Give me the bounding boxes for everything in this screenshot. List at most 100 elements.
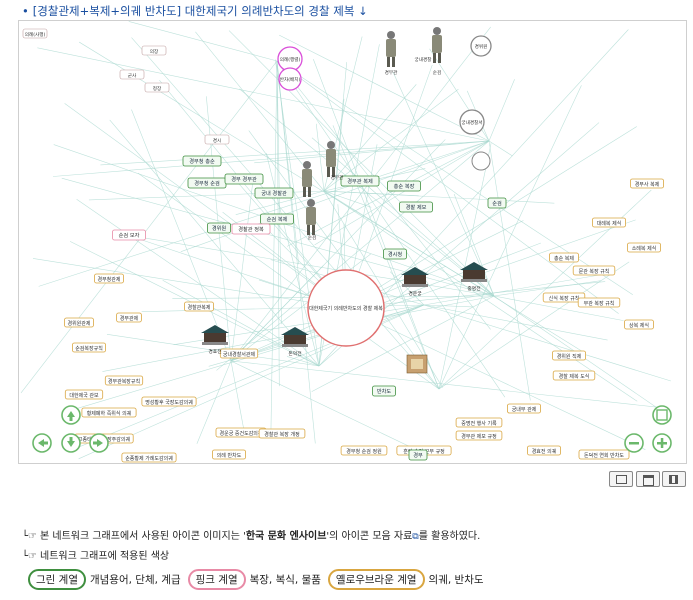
building-icon [402, 284, 428, 287]
figure-caption: 순검 [433, 69, 441, 76]
doc-node[interactable] [627, 242, 662, 253]
doc-node[interactable] [552, 370, 596, 381]
police-figure-icon [306, 207, 316, 225]
doc-node-label: 중명전 행사 기록 [461, 420, 497, 427]
graph-canvas[interactable]: 경무청관제경부관제경위원관제순검복장규칙경무관복장규칙경찰관복제궁내경찰서관제대… [19, 21, 686, 463]
concept-node[interactable] [182, 155, 222, 167]
doc-node[interactable] [94, 273, 124, 284]
circle-node[interactable] [278, 67, 302, 91]
concept-node[interactable] [408, 449, 428, 461]
graph-edge [131, 109, 232, 362]
small-node[interactable] [204, 134, 230, 145]
clothing-node[interactable] [112, 229, 146, 241]
circle-node-label: 반차(배치) [280, 76, 301, 83]
concept-node-label: 순검 복제 [267, 215, 288, 223]
doc-node[interactable] [141, 396, 197, 407]
concept-node[interactable] [207, 222, 231, 234]
doc-node[interactable] [211, 449, 246, 460]
note1-link[interactable]: '의 아이콘 모음 자료 [326, 531, 413, 542]
doc-node-label: 경위원관제 [67, 320, 90, 327]
concept-node[interactable] [399, 201, 433, 213]
doc-node[interactable] [121, 452, 177, 463]
graph-edge [100, 140, 490, 166]
doc-node-label: 경운궁 중건도감의궤 [220, 430, 263, 437]
doc-node-label: 총순 복제 [554, 255, 574, 262]
doc-node[interactable] [526, 445, 561, 456]
columns-icon [669, 475, 678, 484]
concept-node[interactable] [260, 213, 294, 225]
circle-node[interactable] [459, 109, 485, 135]
small-node[interactable] [144, 82, 170, 93]
doc-node[interactable] [577, 297, 621, 308]
column-view-button[interactable] [662, 471, 686, 487]
graph-edge [279, 34, 490, 142]
concept-node[interactable] [340, 175, 380, 187]
fit-view-button[interactable] [652, 405, 672, 425]
center-node[interactable] [307, 269, 385, 347]
small-node[interactable] [141, 45, 167, 56]
concept-node[interactable] [387, 180, 421, 192]
doc-node[interactable] [104, 375, 144, 386]
concept-node[interactable] [254, 187, 294, 199]
figure-caption: 경무관 [385, 69, 398, 76]
graph-edge [389, 271, 425, 306]
doc-node[interactable] [455, 417, 503, 428]
building-icon [460, 262, 488, 270]
external-link-icon[interactable]: ⧉ [412, 532, 419, 542]
graph-edge [230, 26, 491, 362]
graph-edge [64, 103, 347, 309]
concept-node[interactable] [383, 248, 407, 260]
doc-node-label: 경무관복장규칙 [108, 378, 140, 385]
doc-node[interactable] [455, 430, 503, 441]
doc-node[interactable] [592, 217, 627, 228]
doc-node[interactable] [184, 301, 214, 312]
clothing-node[interactable] [231, 223, 271, 235]
small-node[interactable] [22, 28, 48, 39]
doc-node-label: 경부관제 [120, 315, 139, 322]
doc-node[interactable] [72, 342, 107, 353]
doc-node[interactable] [116, 312, 142, 323]
center-node-label: 대한제국기 의례반차도의 경찰 제복 [309, 305, 383, 312]
police-figure-icon [432, 35, 442, 53]
doc-node[interactable] [258, 428, 306, 439]
concept-node-label: 순검 [492, 200, 502, 207]
concept-node[interactable] [224, 173, 264, 185]
doc-node[interactable] [64, 389, 104, 400]
doc-node[interactable] [549, 252, 579, 263]
concept-node[interactable] [487, 197, 507, 209]
concept-node[interactable] [372, 385, 396, 397]
doc-node[interactable] [578, 449, 630, 460]
concept-node-label: 궁내 경찰관 [261, 189, 287, 197]
doc-node[interactable] [506, 403, 541, 414]
police-figure-icon [327, 167, 330, 177]
doc-node[interactable] [552, 350, 587, 361]
doc-node-label: 경찰관 복장 개정 [264, 431, 299, 438]
fullscreen-button[interactable] [609, 471, 633, 487]
graph-edge [311, 295, 495, 392]
doc-node[interactable] [81, 407, 137, 418]
section-heading[interactable]: •[경찰관제+복제+의궤 반차도] 대한제국기 의례반차도의 경찰 제복 ↓ [22, 3, 368, 19]
doc-node[interactable] [624, 319, 654, 330]
concept-node-label: 경시청 [388, 251, 403, 258]
doc-node-label: 대례복 제식 [597, 220, 622, 227]
graph-edge [109, 119, 320, 367]
doc-node[interactable] [630, 178, 665, 189]
doc-node[interactable] [542, 292, 586, 303]
graph-edge [216, 140, 490, 371]
graph-edge [20, 60, 278, 394]
doc-node[interactable] [572, 265, 616, 276]
circle-node[interactable] [471, 151, 491, 171]
police-figure-icon [326, 149, 336, 167]
building-icon [201, 325, 229, 333]
doc-node[interactable] [219, 348, 259, 359]
doc-node[interactable] [340, 445, 388, 456]
circle-node[interactable] [470, 35, 492, 57]
figure-caption: 순검 [308, 234, 316, 241]
police-figure-icon [387, 57, 390, 67]
heading-text[interactable]: [경찰관제+복제+의궤 반차도] 대한제국기 의례반차도의 경찰 제복 ↓ [32, 4, 368, 18]
list-view-button[interactable] [636, 471, 660, 487]
icon-credit-note: └☞본 네트워크 그래프에서 사용된 아이콘 이미지는 '한국 문화 엔사이브'… [22, 527, 480, 542]
small-node[interactable] [119, 69, 145, 80]
doc-node[interactable] [64, 317, 94, 328]
